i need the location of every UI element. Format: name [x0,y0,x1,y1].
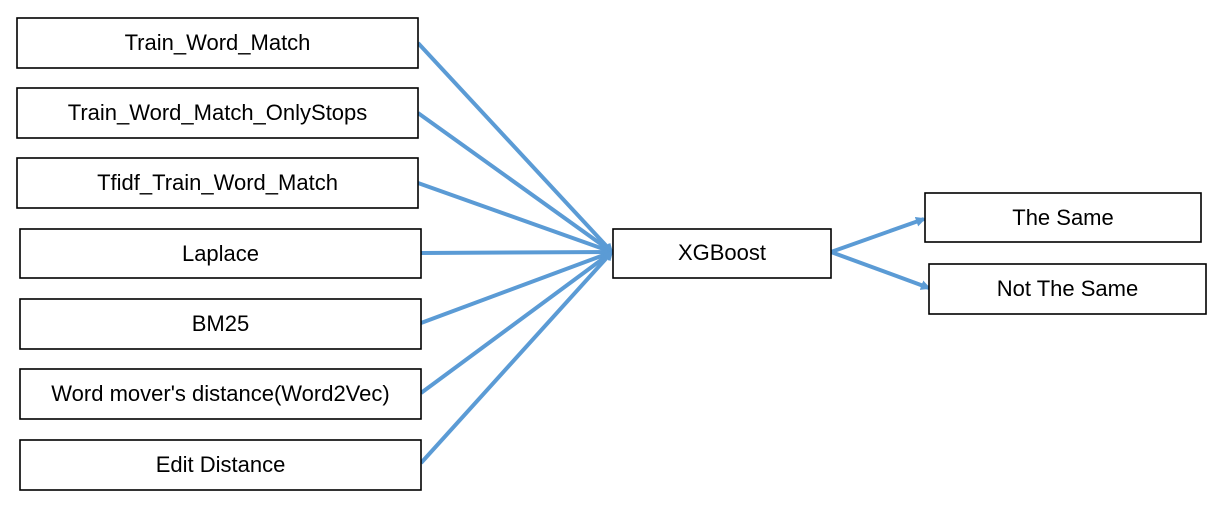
input-node-label: Train_Word_Match [125,30,311,55]
input-node-label: Train_Word_Match_OnlyStops [68,100,368,125]
input-node-edit-distance: Edit Distance [19,439,422,491]
output-node-label: The Same [1012,205,1114,230]
output-node-label: Not The Same [997,276,1138,301]
input-node-label: Edit Distance [156,452,286,477]
input-node-label: Tfidf_Train_Word_Match [97,170,338,195]
edge-train-word-match [416,41,614,254]
edge-train-word-match-onlystops [416,111,614,254]
model-node-label: XGBoost [678,240,766,265]
input-node-tfidf-train-word-match: Tfidf_Train_Word_Match [16,157,419,209]
edge-to-not-the-same [830,250,931,290]
input-node-label: BM25 [192,311,249,336]
input-node-label: Word mover's distance(Word2Vec) [51,381,389,406]
output-edges [830,216,931,290]
edge-tfidf-train-word-match [417,181,614,255]
input-node-laplace: Laplace [19,228,422,279]
output-node-the-same: The Same [924,192,1202,243]
edge-edit-distance [419,250,614,465]
input-node-word-movers-distance: Word mover's distance(Word2Vec) [19,368,422,420]
model-node-xgboost: XGBoost [612,228,832,279]
input-node-train-word-match-onlystops: Train_Word_Match_OnlyStops [16,87,419,139]
output-node-not-the-same: Not The Same [928,263,1207,315]
edge-word-movers-distance [419,250,614,395]
edge-to-the-same [830,216,926,254]
edge-bm25 [420,250,614,325]
input-node-label: Laplace [182,241,259,266]
input-node-bm25: BM25 [19,298,422,350]
input-node-train-word-match: Train_Word_Match [16,17,419,69]
edge-laplace [420,247,614,258]
input-edges [416,41,614,465]
